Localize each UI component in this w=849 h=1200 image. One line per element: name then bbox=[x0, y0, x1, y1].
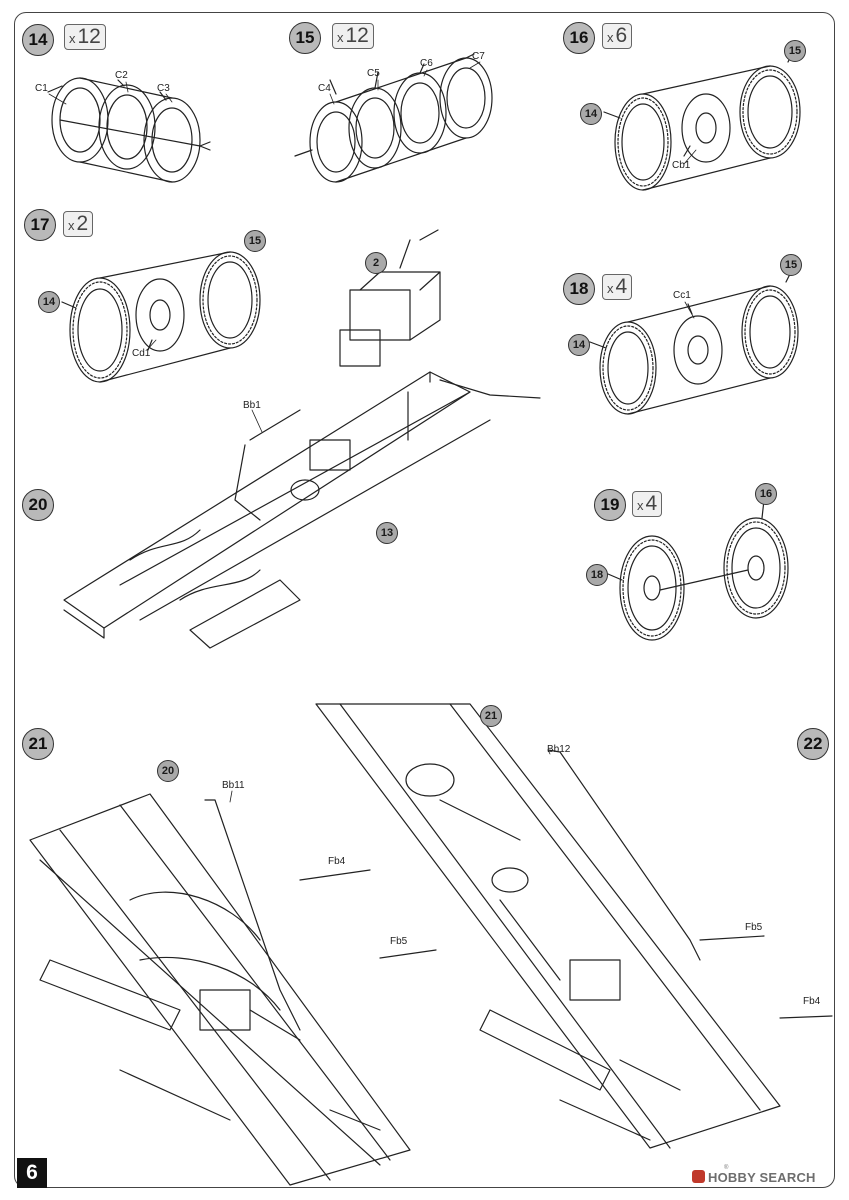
callout-16-step19: 16 bbox=[755, 483, 777, 505]
qty-badge-19: x4 bbox=[632, 491, 663, 517]
qty-badge-14: x12 bbox=[64, 24, 106, 50]
step-number-19: 19 bbox=[594, 489, 626, 521]
part-label-c5: C5 bbox=[367, 68, 380, 79]
step-number-16: 16 bbox=[563, 22, 595, 54]
qty-badge-15: x12 bbox=[332, 23, 374, 49]
step20-chassis-drawing bbox=[63, 229, 541, 649]
callout-13: 13 bbox=[376, 522, 398, 544]
callout-15-step17: 15 bbox=[244, 230, 266, 252]
part-label-c1: C1 bbox=[35, 83, 48, 94]
part-label-c2: C2 bbox=[115, 70, 128, 81]
part-label-bb11: Bb11 bbox=[222, 780, 245, 791]
step-number-15: 15 bbox=[289, 22, 321, 54]
callout-14-step16: 14 bbox=[580, 103, 602, 125]
part-label-c3: C3 bbox=[157, 83, 170, 94]
step22-chassis-drawing bbox=[315, 703, 833, 1149]
callout-14-step17: 14 bbox=[38, 291, 60, 313]
part-label-c7: C7 bbox=[472, 51, 485, 62]
part-label-fb5-step21: Fb5 bbox=[390, 936, 408, 947]
step15-rings-drawing bbox=[294, 53, 493, 183]
step-number-20: 20 bbox=[22, 489, 54, 521]
callout-20: 20 bbox=[157, 760, 179, 782]
callout-15-step16: 15 bbox=[784, 40, 806, 62]
part-label-c6: C6 bbox=[420, 58, 433, 69]
step14-rings-drawing bbox=[47, 77, 211, 183]
callout-18-step19: 18 bbox=[586, 564, 608, 586]
part-label-fb4-step22: Fb4 bbox=[803, 996, 821, 1007]
step19-wheels-drawing bbox=[607, 499, 789, 641]
step-number-14: 14 bbox=[22, 24, 54, 56]
step16-wheel-drawing bbox=[603, 53, 801, 191]
part-label-cb1: Cb1 bbox=[672, 160, 691, 171]
qty-badge-17: x2 bbox=[63, 211, 94, 237]
part-label-cd1: Cd1 bbox=[132, 348, 151, 359]
qty-badge-18: x4 bbox=[602, 274, 633, 300]
part-label-bb1: Bb1 bbox=[243, 400, 261, 411]
qty-badge-16: x6 bbox=[602, 23, 633, 49]
callout-15-step18: 15 bbox=[780, 254, 802, 276]
watermark-text: HOBBY SEARCH bbox=[708, 1170, 816, 1185]
step18-wheel-drawing bbox=[589, 273, 799, 415]
leader-lines bbox=[48, 61, 697, 803]
part-label-cc1: Cc1 bbox=[673, 290, 691, 301]
page-border bbox=[14, 12, 835, 1188]
part-label-fb4-step21: Fb4 bbox=[328, 856, 346, 867]
step-number-21: 21 bbox=[22, 728, 54, 760]
part-label-fb5-step22: Fb5 bbox=[745, 922, 763, 933]
callout-14-step18: 14 bbox=[568, 334, 590, 356]
step21-chassis-drawing bbox=[29, 793, 437, 1186]
part-label-bb12: Bb12 bbox=[547, 744, 571, 755]
step-number-22: 22 bbox=[797, 728, 829, 760]
hobby-search-logo-icon bbox=[692, 1170, 705, 1183]
callout-2: 2 bbox=[365, 252, 387, 274]
trademark-mark: ® bbox=[724, 1165, 729, 1171]
watermark: HOBBY SEARCH bbox=[692, 1170, 816, 1185]
step-number-18: 18 bbox=[563, 273, 595, 305]
part-label-c4: C4 bbox=[318, 83, 331, 94]
step17-wheel-drawing bbox=[61, 239, 261, 383]
callout-21: 21 bbox=[480, 705, 502, 727]
page-number: 6 bbox=[17, 1158, 47, 1188]
step-number-17: 17 bbox=[24, 209, 56, 241]
